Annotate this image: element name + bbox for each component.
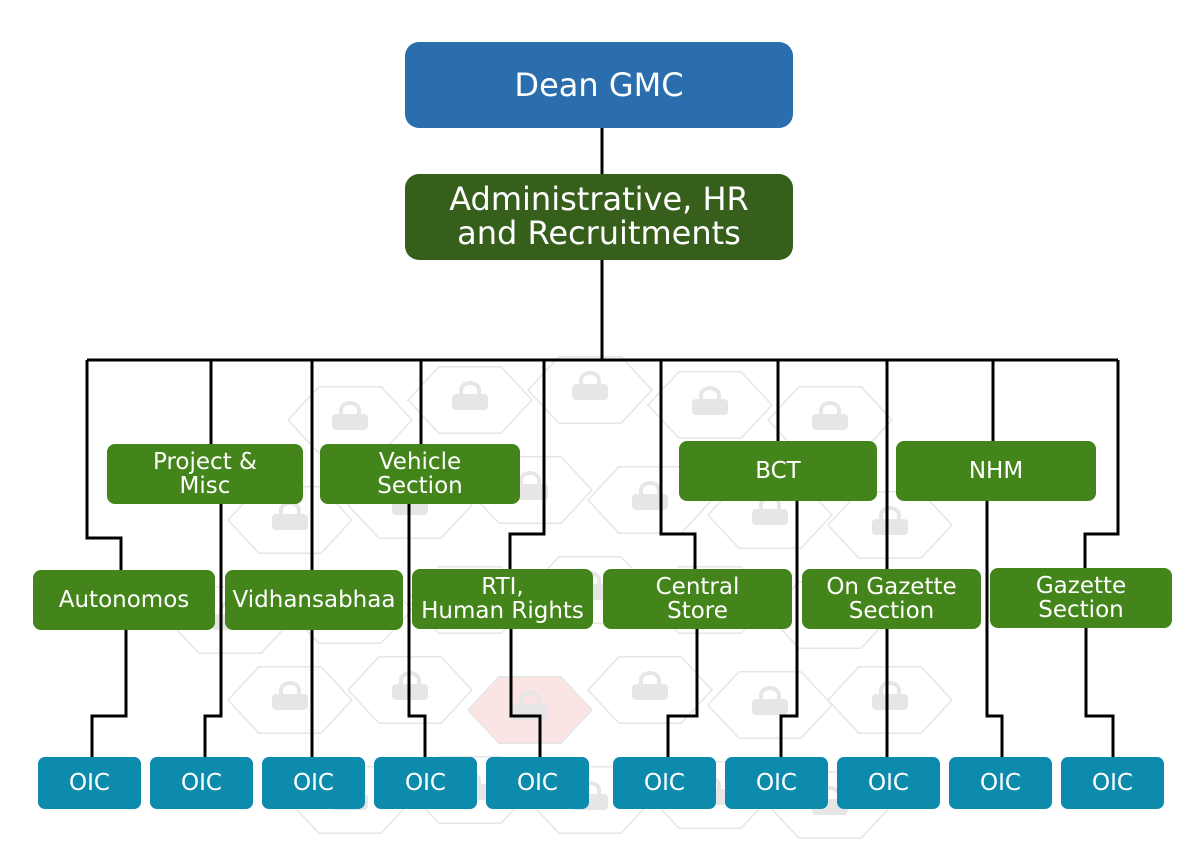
node-oic-5[interactable]: OIC [486,757,589,809]
link-rti [508,360,546,569]
background-hexagon [526,355,654,425]
link-oic-1 [90,630,128,757]
node-oic-6[interactable]: OIC [613,757,716,809]
node-label: OIC [756,769,797,796]
node-vidhansabhaa[interactable]: Vidhansabhaa [225,570,403,630]
background-hexagon [706,670,834,740]
node-label: NHM [968,457,1024,484]
link-gazette [1083,360,1120,568]
lock-icon [332,401,368,430]
node-label: OIC [868,769,909,796]
link-oic-10 [1084,628,1115,757]
background-hexagon [826,665,954,735]
lock-icon [692,386,728,415]
node-bct[interactable]: BCT [679,441,877,501]
lock-icon [872,681,908,710]
node-label: Autonomos [58,586,190,613]
lock-icon [272,681,308,710]
node-central-store[interactable]: Central Store [603,569,792,629]
node-oic-7[interactable]: OIC [725,757,828,809]
link-oic-4 [407,504,427,757]
lock-icon [632,671,668,700]
node-nhm[interactable]: NHM [896,441,1096,501]
background-hexagon [346,655,474,725]
node-oic-3[interactable]: OIC [262,757,365,809]
node-oic-9[interactable]: OIC [949,757,1052,809]
node-oic-4[interactable]: OIC [374,757,477,809]
node-label: Dean GMC [514,66,684,104]
node-vehicle-section[interactable]: Vehicle Section [320,444,520,504]
node-label: OIC [293,769,334,796]
link-oic-2 [203,504,223,757]
lock-icon [632,481,668,510]
node-administrative-hr-recruitments[interactable]: Administrative, HR and Recruitments [405,174,793,260]
node-oic-1[interactable]: OIC [38,757,141,809]
node-label: Gazette Section [1035,572,1127,623]
node-label: Vehicle Section [377,448,463,499]
link-oic-5 [509,629,542,757]
node-dean-gmc[interactable]: Dean GMC [405,42,793,128]
lock-icon [872,506,908,535]
node-label: RTI, Human Rights [421,573,584,624]
lock-icon [572,371,608,400]
node-gazette-section[interactable]: Gazette Section [990,568,1172,628]
node-oic-10[interactable]: OIC [1061,757,1164,809]
background-hexagon [586,655,714,725]
node-autonomos[interactable]: Autonomos [33,570,215,630]
background-hexagon [406,365,534,435]
link-oic-6 [666,629,699,757]
node-label: OIC [644,769,685,796]
background-hexagon [646,370,774,440]
node-label: OIC [980,769,1021,796]
background-hexagon [226,665,354,735]
node-label: BCT [755,457,801,484]
node-rti-human-rights[interactable]: RTI, Human Rights [412,569,593,629]
node-project-misc[interactable]: Project & Misc [107,444,303,504]
node-oic-8[interactable]: OIC [837,757,940,809]
node-label: On Gazette Section [826,573,957,624]
node-oic-2[interactable]: OIC [150,757,253,809]
node-label: Central Store [655,573,740,624]
link-central-store [659,360,697,569]
node-label: Vidhansabhaa [232,586,396,613]
node-label: OIC [405,769,446,796]
link-oic-9 [985,501,1004,757]
lock-icon [452,381,488,410]
node-label: OIC [517,769,558,796]
node-label: OIC [69,769,110,796]
node-label: OIC [181,769,222,796]
lock-icon [752,686,788,715]
node-label: Administrative, HR and Recruitments [449,180,749,252]
link-autonomos [85,360,123,570]
lock-icon [512,471,548,500]
node-label: Project & Misc [153,448,257,499]
node-label: OIC [1092,769,1133,796]
node-on-gazette-section[interactable]: On Gazette Section [802,569,981,629]
lock-icon [812,401,848,430]
link-oic-7 [779,501,799,757]
